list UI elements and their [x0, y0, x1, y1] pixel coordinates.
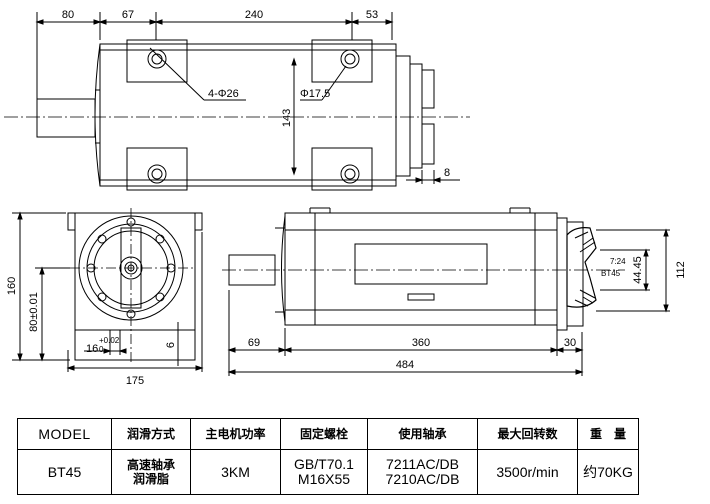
cell-bolts-line2: M16X55	[297, 471, 351, 487]
dim-80-tol: 80±0.01	[28, 292, 40, 332]
header-lubrication: 润滑方式	[111, 418, 191, 450]
dim-69: 69	[248, 337, 260, 349]
front-view	[12, 208, 204, 372]
header-weight: 重 量	[577, 418, 639, 450]
side-view	[222, 207, 670, 376]
cell-lubrication-line2: 润滑脂	[132, 472, 169, 486]
bt45-label: BT45	[601, 269, 621, 278]
header-bolts: 固定螺栓	[280, 418, 368, 450]
table-row: BT45 高速轴承 润滑脂 3KM GB/T70.1 M16X55 7211AC…	[17, 449, 639, 495]
holes-label: 4-Φ26	[208, 88, 239, 100]
spec-table: MODEL 润滑方式 主电机功率 固定螺栓 使用轴承 最大回转数 重 量 BT4…	[17, 418, 639, 495]
dim-112: 112	[675, 261, 687, 279]
taper-label: 7:24	[610, 257, 626, 266]
cell-bearing-line1: 7211AC/DB	[386, 456, 459, 472]
dim-484: 484	[396, 359, 414, 371]
dim-175: 175	[126, 375, 144, 387]
header-motor-power: 主电机功率	[190, 418, 281, 450]
technical-drawing: 80 67 240 53 4-Φ26 Φ17.5 143 8 160 80±0.…	[4, 9, 687, 387]
dim-44-45: 44.45	[632, 256, 644, 284]
cell-model: BT45	[17, 449, 112, 495]
dim-240: 240	[245, 9, 263, 21]
cell-power: 3KM	[190, 449, 281, 495]
header-bearing: 使用轴承	[367, 418, 478, 450]
cell-weight: 约70KG	[577, 449, 639, 495]
dim-16-upper: +0.02	[99, 336, 120, 345]
header-max-speed: 最大回转数	[477, 418, 578, 450]
dim-80: 80	[62, 9, 74, 21]
dim-16-lower: 0	[99, 345, 104, 354]
header-model: MODEL	[17, 418, 112, 450]
dim-6: 6	[165, 342, 177, 348]
diameter-label: Φ17.5	[300, 88, 330, 100]
dim-53: 53	[366, 9, 378, 21]
cell-bearing: 7211AC/DB 7210AC/DB	[367, 449, 478, 495]
dim-160: 160	[6, 277, 18, 295]
top-view	[4, 12, 470, 191]
cell-lubrication-line1: 高速轴承	[126, 458, 175, 472]
cell-lubrication: 高速轴承 润滑脂	[111, 449, 191, 495]
cell-speed: 3500r/min	[477, 449, 578, 495]
dim-8: 8	[444, 167, 450, 179]
cell-bolts-line1: GB/T70.1	[294, 456, 354, 472]
dim-16: 16	[86, 343, 98, 355]
dim-143: 143	[281, 109, 293, 127]
dim-360: 360	[412, 337, 430, 349]
table-header-row: MODEL 润滑方式 主电机功率 固定螺栓 使用轴承 最大回转数 重 量	[17, 418, 639, 450]
dim-30: 30	[564, 337, 576, 349]
cell-bolts: GB/T70.1 M16X55	[280, 449, 368, 495]
cell-bearing-line2: 7210AC/DB	[385, 471, 460, 487]
dim-67: 67	[122, 9, 134, 21]
